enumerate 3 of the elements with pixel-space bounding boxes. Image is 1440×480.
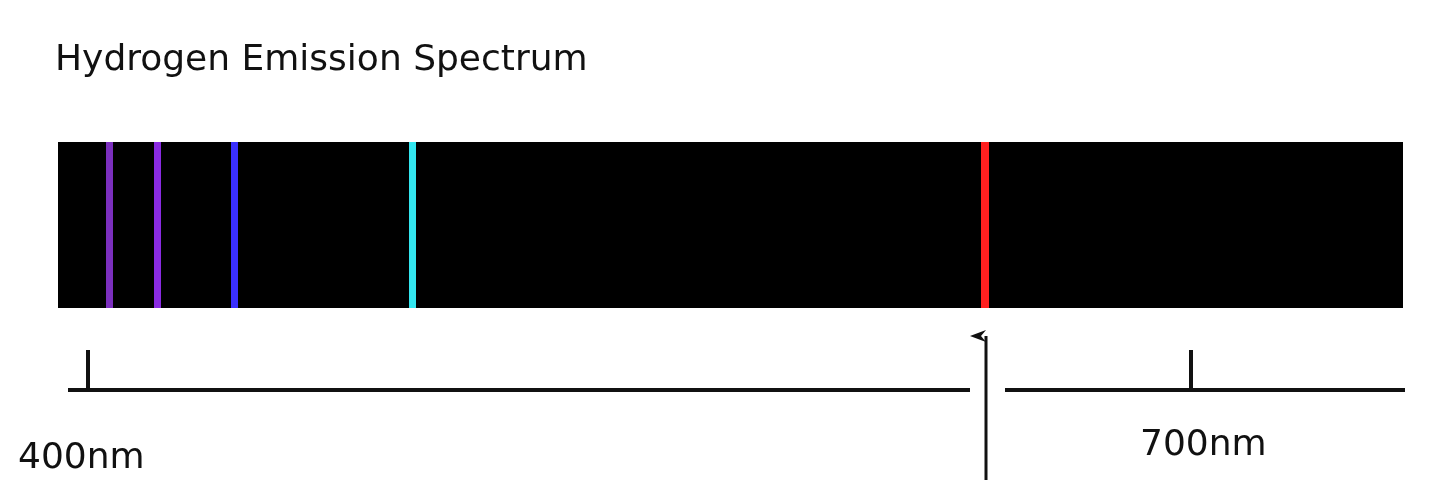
- axis-tick-label: 400nm: [18, 438, 145, 474]
- axis-tick-label: 700nm: [1140, 425, 1267, 461]
- diagram-title: Hydrogen Emission Spectrum: [55, 40, 588, 76]
